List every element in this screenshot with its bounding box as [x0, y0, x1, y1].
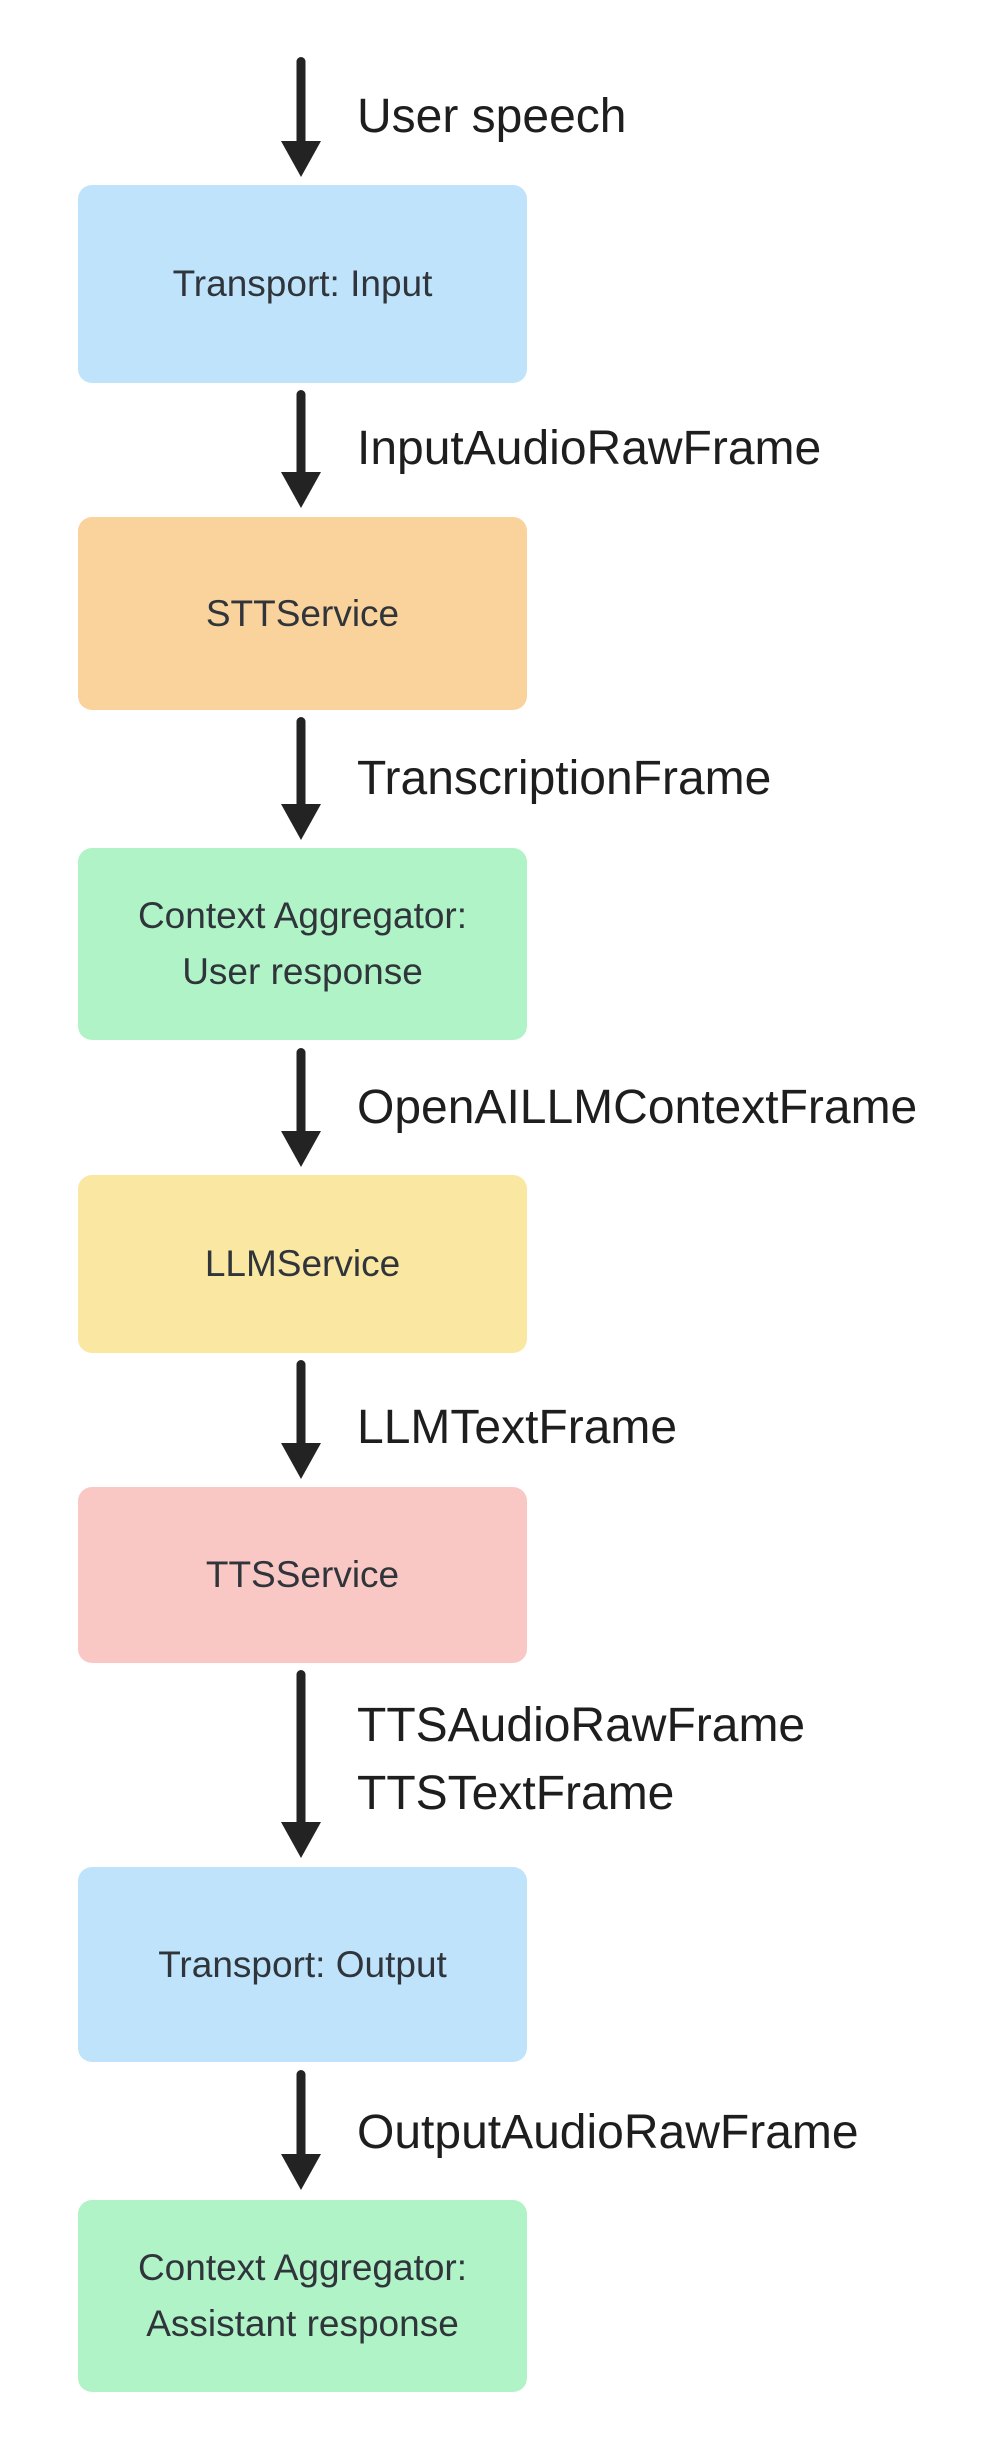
arrow-stem [296, 717, 306, 810]
node-label: Transport: Input [172, 263, 433, 304]
arrow-stem [296, 1360, 306, 1449]
arrow-down-icon [281, 141, 321, 177]
arrow-down-icon [281, 2154, 321, 2190]
node-context-aggregator-assistant: Context Aggregator: Assistant response [78, 2200, 527, 2392]
arrow-down-icon [281, 1131, 321, 1167]
llm-text-arrow [281, 1360, 321, 1479]
node-label: STTService [205, 592, 400, 634]
arrow-down-icon [281, 804, 321, 840]
node-transport-input: Transport: Input [78, 185, 527, 383]
node-llm-service: LLMService [78, 1175, 527, 1353]
flow-label-transcription: TranscriptionFrame [357, 745, 771, 813]
arrow-down-icon [281, 1443, 321, 1479]
node-stt-service: STTService [78, 517, 527, 710]
flow-label-line: TranscriptionFrame [357, 752, 772, 805]
node-label: Assistant response [146, 2303, 459, 2344]
user-speech-arrow [281, 57, 321, 177]
flow-label-output-audio: OutputAudioRawFrame [357, 2099, 859, 2167]
node-transport-output: Transport: Output [78, 1867, 527, 2062]
arrow-stem [296, 57, 306, 147]
node-label: Context Aggregator: [137, 2247, 468, 2288]
flow-label-user-speech: User speech [357, 83, 626, 151]
node-tts-service: TTSService [78, 1487, 527, 1663]
arrow-down-icon [281, 472, 321, 508]
flow-label-line: OutputAudioRawFrame [357, 2106, 859, 2159]
node-label: User response [182, 951, 423, 992]
flow-label-line: TTSAudioRawFrame [357, 1699, 806, 1752]
flow-label-line: TTSTextFrame [357, 1767, 675, 1820]
arrow-stem [296, 390, 306, 478]
flow-label-line: User speech [357, 90, 627, 143]
flow-label-line: LLMTextFrame [357, 1401, 678, 1454]
flow-label-tts-output: TTSAudioRawFrame TTSTextFrame [357, 1692, 805, 1828]
arrow-stem [296, 1670, 306, 1828]
openai-llm-context-arrow [281, 1048, 321, 1167]
input-audio-arrow [281, 390, 321, 508]
node-label: Transport: Output [158, 1943, 447, 1985]
flow-label-llm-text: LLMTextFrame [357, 1394, 677, 1462]
arrow-stem [296, 1048, 306, 1137]
arrow-down-icon [281, 1822, 321, 1858]
output-audio-arrow [281, 2070, 321, 2190]
node-label: TTSService [205, 1554, 400, 1595]
flow-label-input-audio: InputAudioRawFrame [357, 415, 821, 483]
flow-label-openai-llm-context: OpenAILLMContextFrame [357, 1074, 917, 1142]
node-context-aggregator-user: Context Aggregator: User response [78, 848, 527, 1040]
node-label: Context Aggregator: [137, 895, 468, 936]
transcription-arrow [281, 717, 321, 840]
flow-label-line: OpenAILLMContextFrame [357, 1081, 918, 1134]
node-label: LLMService [204, 1243, 401, 1284]
arrow-stem [296, 2070, 306, 2160]
tts-output-arrow [281, 1670, 321, 1858]
flow-label-line: InputAudioRawFrame [357, 422, 822, 475]
